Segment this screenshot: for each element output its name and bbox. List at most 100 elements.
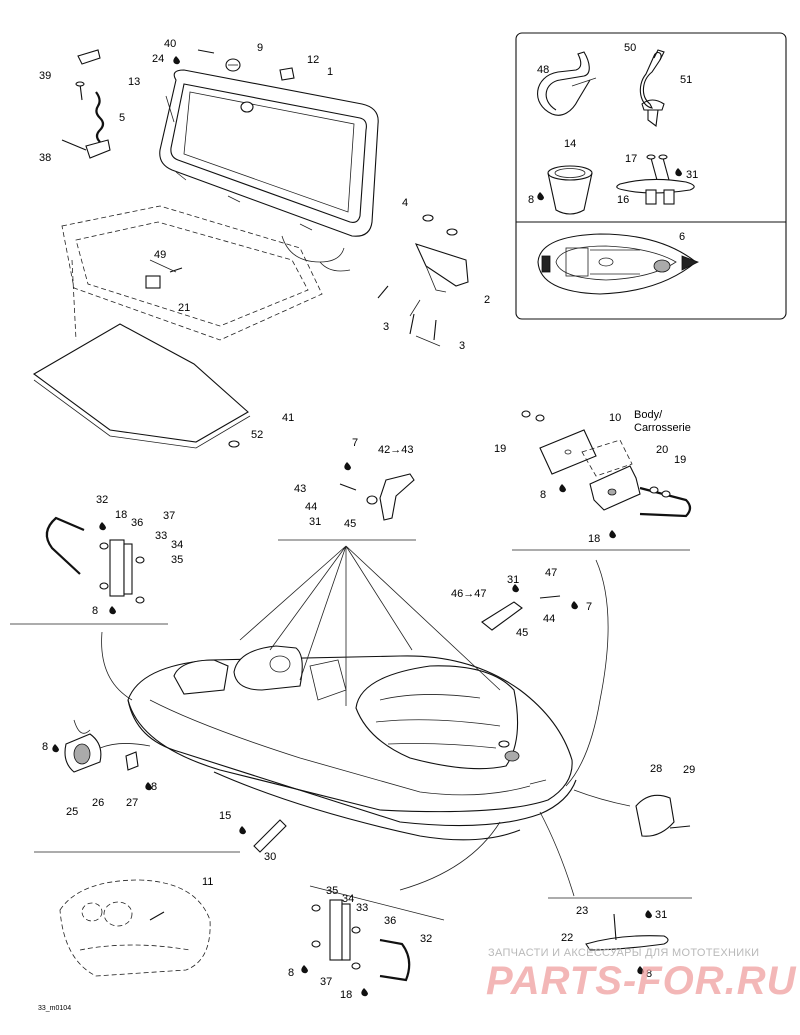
callout-18b: 18 [115,509,127,521]
plate-33-bottom [329,899,351,961]
callout-19b: 19 [674,454,686,466]
callout-12: 12 [307,54,319,66]
callout-50: 50 [624,42,636,54]
callout-31c: 31 [507,574,519,586]
callout-36b: 36 [384,915,396,927]
hull-body [127,545,577,841]
callout-8g: 8 [646,968,652,980]
callout-51: 51 [680,74,692,86]
callout-44a: 44 [305,501,317,513]
callout-7a: 7 [352,437,358,449]
clip-21 [145,275,161,289]
callout-29: 29 [683,764,695,776]
screw-17 [646,154,670,181]
callout-18c: 18 [340,989,352,1001]
callout-11: 11 [202,876,213,888]
callout-41: 41 [282,412,294,424]
callout-52: 52 [251,429,263,441]
callout-44b: 44 [543,613,555,625]
spacer-45 [366,495,378,505]
callout-14: 14 [564,138,576,150]
screw-40 [197,49,215,54]
hinge-arm-5 [77,49,111,159]
callout-46: 46→47 [451,588,486,600]
grab-handle-43 [379,473,415,521]
screw-47-bolt [539,595,561,599]
callout-8a: 8 [528,194,534,206]
gasket-13 [165,95,175,123]
plate-33-left [109,539,133,597]
storage-tray [61,205,323,341]
clip-50 [639,49,665,109]
callout-35a: 35 [171,554,183,566]
callout-26: 26 [92,797,104,809]
cup-holder-14 [547,165,593,215]
callout-23: 23 [576,905,588,917]
latch-12 [279,67,295,81]
callout-32a: 32 [96,494,108,506]
callout-7b: 7 [586,601,592,613]
drawing-id: 33_m0104 [38,1005,71,1012]
callout-8b: 8 [540,489,546,501]
callout-33a: 33 [155,530,167,542]
callout-8d: 8 [42,741,48,753]
strap-48 [537,51,597,116]
callout-38: 38 [39,152,51,164]
callout-45a: 45 [344,518,356,530]
callout-8e: 8 [151,781,157,793]
bracket-28 [635,794,691,837]
callout-10: 10 [609,412,621,424]
washer-4 [422,214,458,236]
knob-9 [225,58,241,72]
callout-47: 47 [545,567,557,579]
callout-30: 30 [264,851,276,863]
watermark: ЗАПЧАСТИ И АКСЕССУАРЫ ДЛЯ МОТОТЕХНИКИ PA… [486,947,796,1003]
hinge-bracket-2 [414,243,469,293]
callout-37a: 37 [163,510,175,522]
callout-3b: 3 [459,340,465,352]
callout-49: 49 [154,249,166,261]
cap-52 [228,440,240,448]
screw-3 [377,285,437,341]
cleat-16 [616,178,695,205]
callout-5: 5 [119,112,125,124]
body-note-line1: Body/ [634,409,663,421]
handle-47 [481,601,523,631]
callout-43: 43 [294,483,306,495]
cleat-22 [585,913,669,951]
callout-13: 13 [128,76,140,88]
threadlock-drop-icons [52,56,682,997]
inset-panel-top-right [515,32,787,320]
leader-curves [73,235,631,897]
bolt-39 [75,81,85,101]
callout-21: 21 [178,302,190,314]
callout-15: 15 [219,810,231,822]
u-bolt-32-bottom [379,938,411,982]
callout-37b: 37 [320,976,332,988]
callout-6: 6 [679,231,685,243]
screw-44 [339,483,357,491]
storage-bin-6 [537,233,699,295]
fitting-26 [64,733,102,773]
callout-8c: 8 [92,605,98,617]
body-gasket [581,439,633,477]
plate-10 [539,429,597,475]
callout-40: 40 [164,38,176,50]
callout-33b: 33 [356,902,368,914]
callout-32b: 32 [420,933,432,945]
callout-22: 22 [561,932,573,944]
callout-labels: 40 24 9 12 1 13 39 5 38 4 2 3 3 49 21 41… [39,38,698,1001]
body-note-line2: Carrosserie [634,422,691,434]
callout-9: 9 [257,42,263,54]
callout-28: 28 [650,763,662,775]
callout-19a: 19 [494,443,506,455]
reinforcement-20 [589,465,641,511]
callout-35b: 35 [326,885,338,897]
u-bolt-19 [639,486,692,518]
callout-36a: 36 [131,517,143,529]
rivet-51 [641,99,665,128]
nuts-bottom [311,904,361,970]
callout-16: 16 [617,194,629,206]
dash-panel-11 [59,879,211,977]
